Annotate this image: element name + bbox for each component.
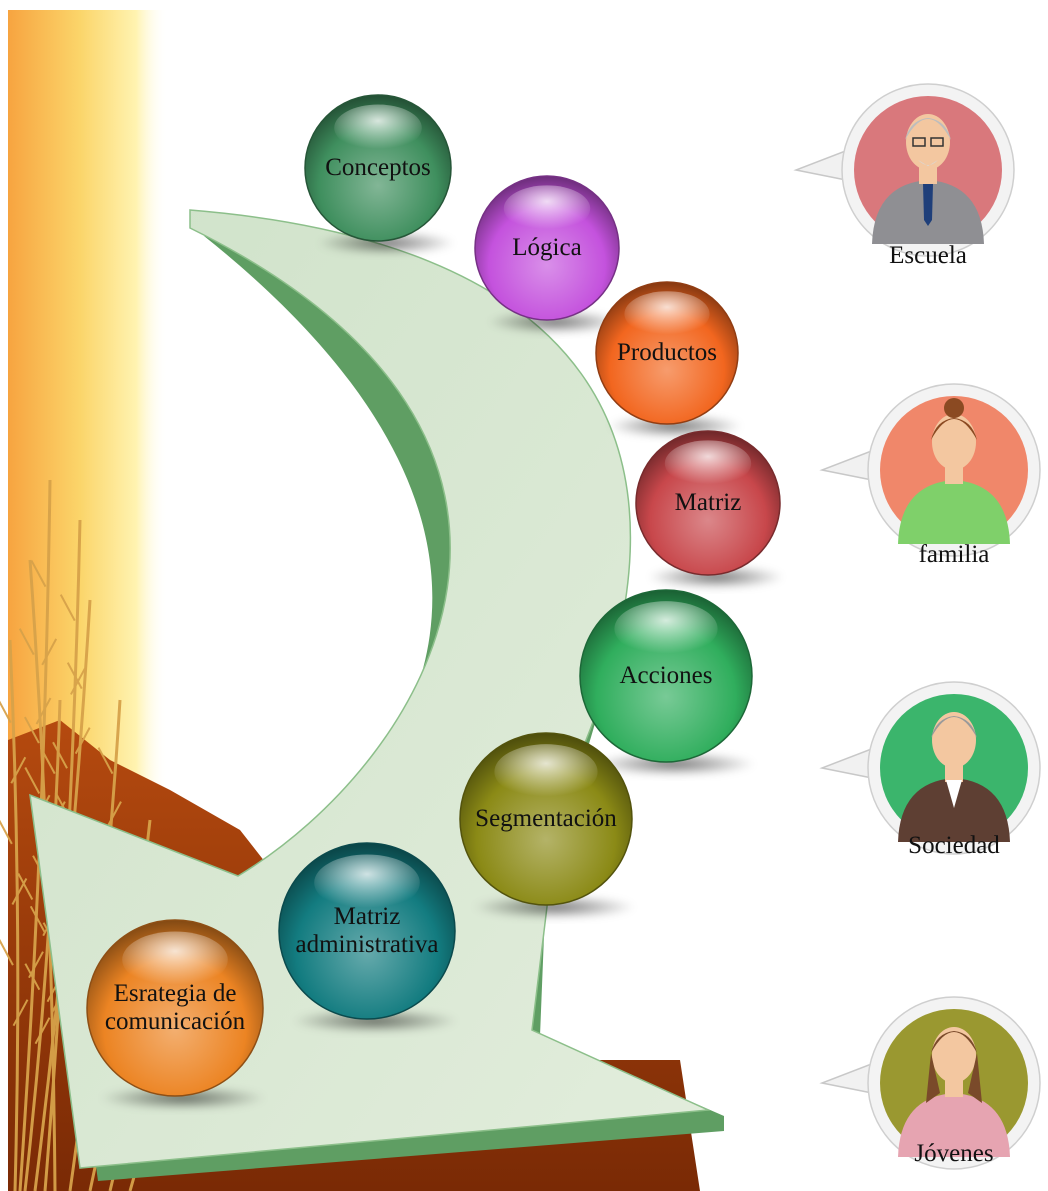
step-highlight <box>503 185 591 232</box>
audience-4 <box>819 996 1041 1170</box>
step-node-2 <box>474 175 624 334</box>
step-node-8 <box>86 919 267 1110</box>
process-steps <box>86 94 785 1110</box>
step-node-7 <box>278 842 459 1033</box>
step-shadow <box>472 895 636 919</box>
step-shadow <box>291 1009 459 1033</box>
step-node-4 <box>635 430 785 589</box>
step-shadow <box>592 752 756 776</box>
step-highlight <box>122 931 228 988</box>
audience-1 <box>793 83 1015 257</box>
audience-2 <box>819 383 1041 557</box>
audience-list <box>793 83 1041 1170</box>
step-highlight <box>624 291 710 337</box>
step-highlight <box>664 440 752 487</box>
step-highlight <box>494 744 598 800</box>
step-highlight <box>334 104 422 152</box>
step-shadow <box>486 310 624 334</box>
step-highlight <box>314 854 420 911</box>
step-highlight <box>614 601 718 657</box>
step-shadow <box>316 231 456 255</box>
elderly-man-teacher-icon <box>872 114 984 244</box>
woman-green-shirt-icon <box>898 398 1010 544</box>
step-node-5 <box>579 589 756 776</box>
step-shadow <box>647 565 785 589</box>
young-woman-icon <box>898 1027 1010 1157</box>
step-node-3 <box>595 281 743 438</box>
audience-3 <box>819 681 1041 855</box>
step-shadow <box>99 1086 267 1110</box>
elderly-woman-icon <box>898 712 1010 842</box>
step-node-6 <box>459 732 636 919</box>
step-node-1 <box>304 94 456 255</box>
